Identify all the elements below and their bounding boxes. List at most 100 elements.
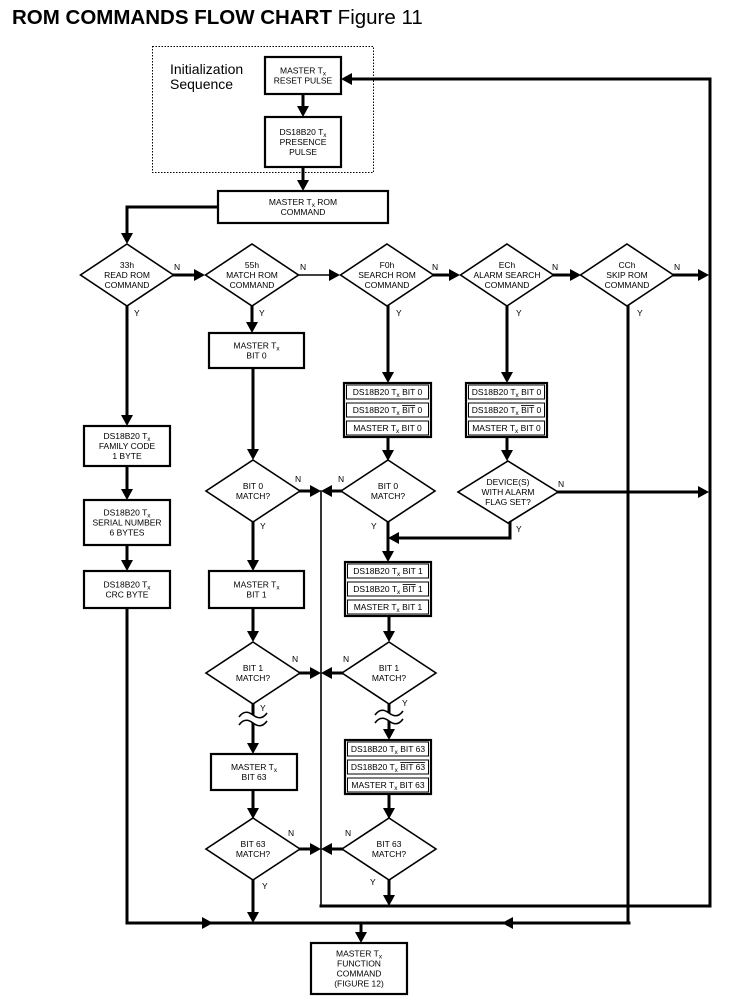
subscript-x: x xyxy=(323,71,327,78)
stack-row-shape xyxy=(346,384,429,400)
break-squiggle xyxy=(238,719,268,727)
arrowhead xyxy=(321,843,332,855)
label-text: BIT 1 xyxy=(400,566,423,576)
label-text: COMMAND xyxy=(605,280,650,290)
subscript-x: x xyxy=(397,571,401,578)
node-label-line: ECh xyxy=(499,260,516,270)
arrowhead xyxy=(247,449,259,460)
process-box-shape xyxy=(207,569,306,610)
branch-label-yes: Y xyxy=(516,524,522,534)
subscript-x: x xyxy=(397,589,401,596)
break-squiggle xyxy=(374,717,404,725)
stack-row-shape xyxy=(468,420,545,436)
label-text: MASTER T xyxy=(351,780,394,790)
subscript-x: x xyxy=(147,436,151,443)
label-text: 55h xyxy=(245,260,259,270)
label-text: MASTER T xyxy=(354,602,397,612)
stack-row-shape xyxy=(347,741,429,757)
subscript-x: x xyxy=(323,132,327,139)
arrowhead xyxy=(329,269,340,281)
label-text: DS18B20 T xyxy=(351,762,395,772)
node-label-line: (FIGURE 12) xyxy=(334,979,384,989)
subscript-x: x xyxy=(394,785,398,792)
node-label-line: BIT 63 xyxy=(242,772,267,782)
label-text: BIT 0 xyxy=(378,481,398,491)
label-text: BIT 0 xyxy=(519,387,542,397)
branch-label-yes: Y xyxy=(396,308,402,318)
label-text: CRC BYTE xyxy=(106,590,149,600)
stack-row-label: MASTER Tx BIT 1 xyxy=(354,602,423,614)
arrowhead xyxy=(388,532,399,544)
label-text: DS18B20 T xyxy=(472,387,516,397)
subscript-x: x xyxy=(147,513,151,520)
node-label-line: SKIP ROM xyxy=(606,270,647,280)
label-text: MATCH? xyxy=(236,673,271,683)
arrowhead xyxy=(383,729,395,740)
subscript-x: x xyxy=(274,767,278,774)
stack-row-shape xyxy=(347,777,429,793)
subscript-x: x xyxy=(397,410,401,417)
label-text: DS18B20 T xyxy=(351,744,395,754)
node-label-line: MASTER Tx xyxy=(231,762,278,774)
node-label-line: MASTER Tx xyxy=(233,341,280,353)
stack-row-label: MASTER Tx BIT 63 xyxy=(351,780,425,792)
node-label-line: 6 BYTES xyxy=(110,528,145,538)
label-text: BIT 0 xyxy=(399,423,422,433)
label-text: BIT 1 xyxy=(379,663,399,673)
node-label-line: WITH ALARM xyxy=(482,487,535,497)
decision-diamond-shape xyxy=(204,459,302,523)
branch-label-no: N xyxy=(674,262,680,272)
stack-row-shape xyxy=(468,402,545,418)
arrowhead xyxy=(297,106,309,117)
label-text: 0 xyxy=(534,405,541,415)
label-text: BIT 1 xyxy=(243,663,263,673)
label-text: BIT 1 xyxy=(400,602,423,612)
node-label-line: F0h xyxy=(380,260,395,270)
node-label-line: MASTER Tx ROM xyxy=(269,197,337,209)
process-box-shape xyxy=(309,941,409,996)
arrowhead xyxy=(502,917,513,929)
stack-row-label: DS18B20 Tx BIT 1 xyxy=(353,584,423,596)
node-label-line: COMMAND xyxy=(605,280,650,290)
subscript-x: x xyxy=(397,607,401,614)
branch-label-yes: Y xyxy=(260,521,266,531)
node-label-line: COMMAND xyxy=(105,280,150,290)
label-text: MASTER T xyxy=(233,580,276,590)
node-label-line: DS18B20 Tx xyxy=(104,508,152,520)
node-label-line: 1 BYTE xyxy=(112,451,142,461)
node-label-line: PRESENCE xyxy=(280,137,327,147)
node-label-line: COMMAND xyxy=(485,280,530,290)
subscript-x: x xyxy=(515,428,519,435)
label-text: BIT 63 xyxy=(242,772,267,782)
branch-label-no: N xyxy=(558,479,564,489)
branch-label-yes: Y xyxy=(260,703,266,713)
label-text: CCh xyxy=(618,260,635,270)
branch-label-yes: Y xyxy=(371,521,377,531)
subscript-x: x xyxy=(396,428,400,435)
figure-title: ROM COMMANDS FLOW CHART Figure 11 xyxy=(12,6,423,29)
branch-label-no: N xyxy=(343,654,349,664)
label-text: DS18B20 T xyxy=(104,508,148,518)
decision-diamond-shape xyxy=(459,243,555,307)
node-label-line: PULSE xyxy=(289,147,317,157)
label-text: ECh xyxy=(499,260,516,270)
node-label-line: FAMILY CODE xyxy=(99,441,156,451)
subscript-x: x xyxy=(379,954,383,961)
arrowhead xyxy=(247,808,259,819)
branch-label-yes: Y xyxy=(637,308,643,318)
label-text: MATCH? xyxy=(372,849,407,859)
label-text: DS18B20 T xyxy=(353,566,397,576)
figure-number: Figure 11 xyxy=(332,6,423,29)
label-text: DS18B20 T xyxy=(353,387,397,397)
node-label-line: COMMAND xyxy=(337,969,382,979)
arrowhead xyxy=(297,180,309,191)
